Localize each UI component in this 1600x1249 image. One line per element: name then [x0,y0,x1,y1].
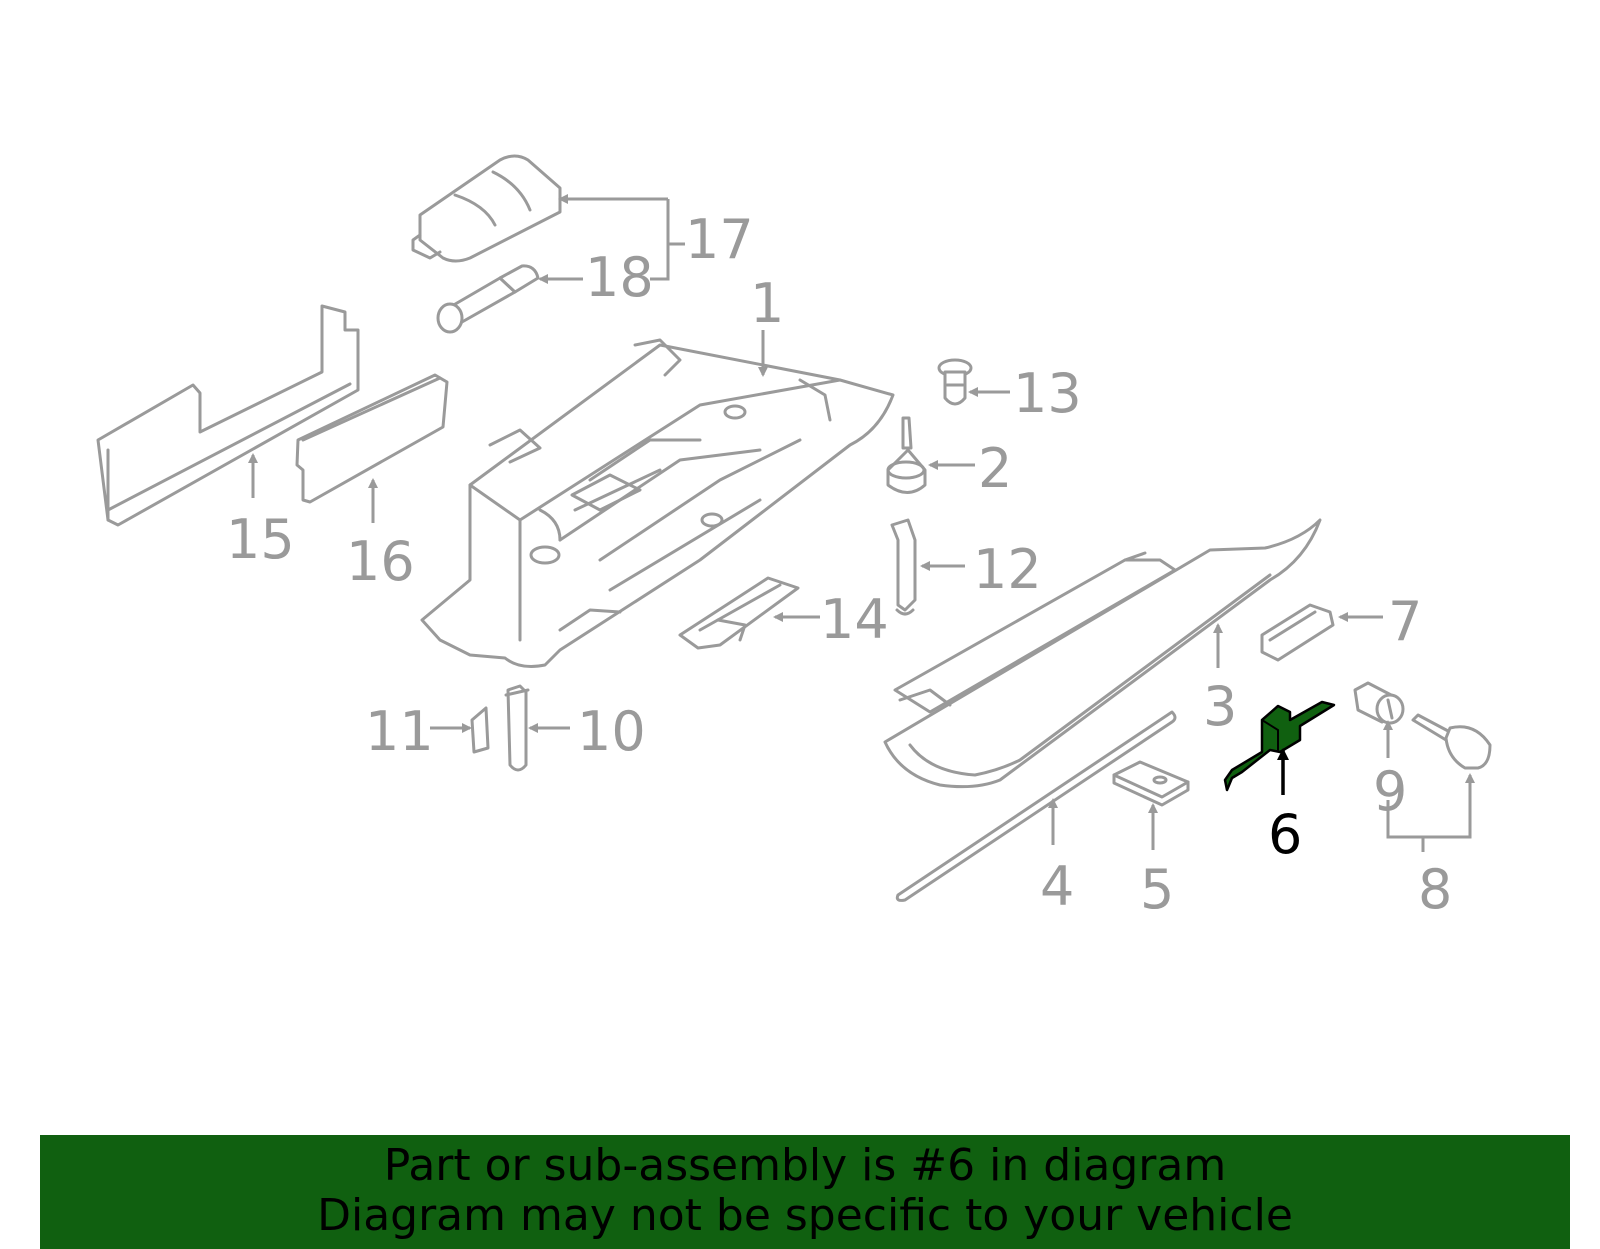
part-18-bulb[interactable] [436,264,540,334]
callout-5[interactable]: 5 [1140,858,1174,921]
callout-1[interactable]: 1 [750,272,784,335]
callout-9[interactable]: 9 [1373,760,1407,823]
part-6-bracket-highlighted[interactable] [1223,700,1336,792]
callout-14[interactable]: 14 [820,588,889,651]
part-10-hinge-pin[interactable] [504,684,530,772]
leader-lines [248,194,1475,852]
callout-7[interactable]: 7 [1388,590,1422,653]
part-14-bracket[interactable] [678,576,800,650]
part-4-seal-strip[interactable] [895,710,1177,902]
part-5-pad[interactable] [1112,760,1190,807]
part-15-side-panel[interactable] [96,304,360,527]
part-7-latch[interactable] [1260,603,1335,662]
part-2-bumper[interactable] [886,416,927,494]
callout-3[interactable]: 3 [1203,675,1237,738]
part-17-light-housing[interactable] [411,154,562,263]
callout-2[interactable]: 2 [978,437,1012,500]
callout-4[interactable]: 4 [1040,855,1074,918]
part-9-lock-cylinder[interactable] [1353,681,1405,725]
callout-8[interactable]: 8 [1418,858,1452,921]
part-12-latch-rod[interactable] [890,518,917,616]
callout-13[interactable]: 13 [1013,362,1082,425]
parts-diagram: 17 18 1 13 2 12 14 15 16 11 10 3 7 4 5 6… [96,154,1492,921]
part-8-key[interactable] [1411,713,1492,770]
part-13-clip[interactable] [937,358,973,406]
part-3-lid[interactable] [883,518,1322,789]
callout-17[interactable]: 17 [685,208,754,271]
banner-line-2: Diagram may not be specific to your vehi… [317,1190,1293,1241]
part-1-glove-box[interactable] [420,338,895,668]
callout-16[interactable]: 16 [346,530,415,593]
callout-18[interactable]: 18 [585,246,654,309]
banner-line-1: Part or sub-assembly is #6 in diagram [383,1140,1227,1191]
part-11-clip[interactable] [470,706,490,754]
callout-15[interactable]: 15 [226,508,295,571]
callout-6[interactable]: 6 [1268,803,1302,866]
part-16-panel[interactable] [295,373,449,504]
callout-10[interactable]: 10 [577,700,646,763]
callout-11[interactable]: 11 [365,700,434,763]
callout-labels: 17 18 1 13 2 12 14 15 16 11 10 3 7 4 5 6… [226,208,1452,921]
info-banner: Part or sub-assembly is #6 in diagram Di… [40,1135,1570,1249]
callout-12[interactable]: 12 [973,538,1042,601]
